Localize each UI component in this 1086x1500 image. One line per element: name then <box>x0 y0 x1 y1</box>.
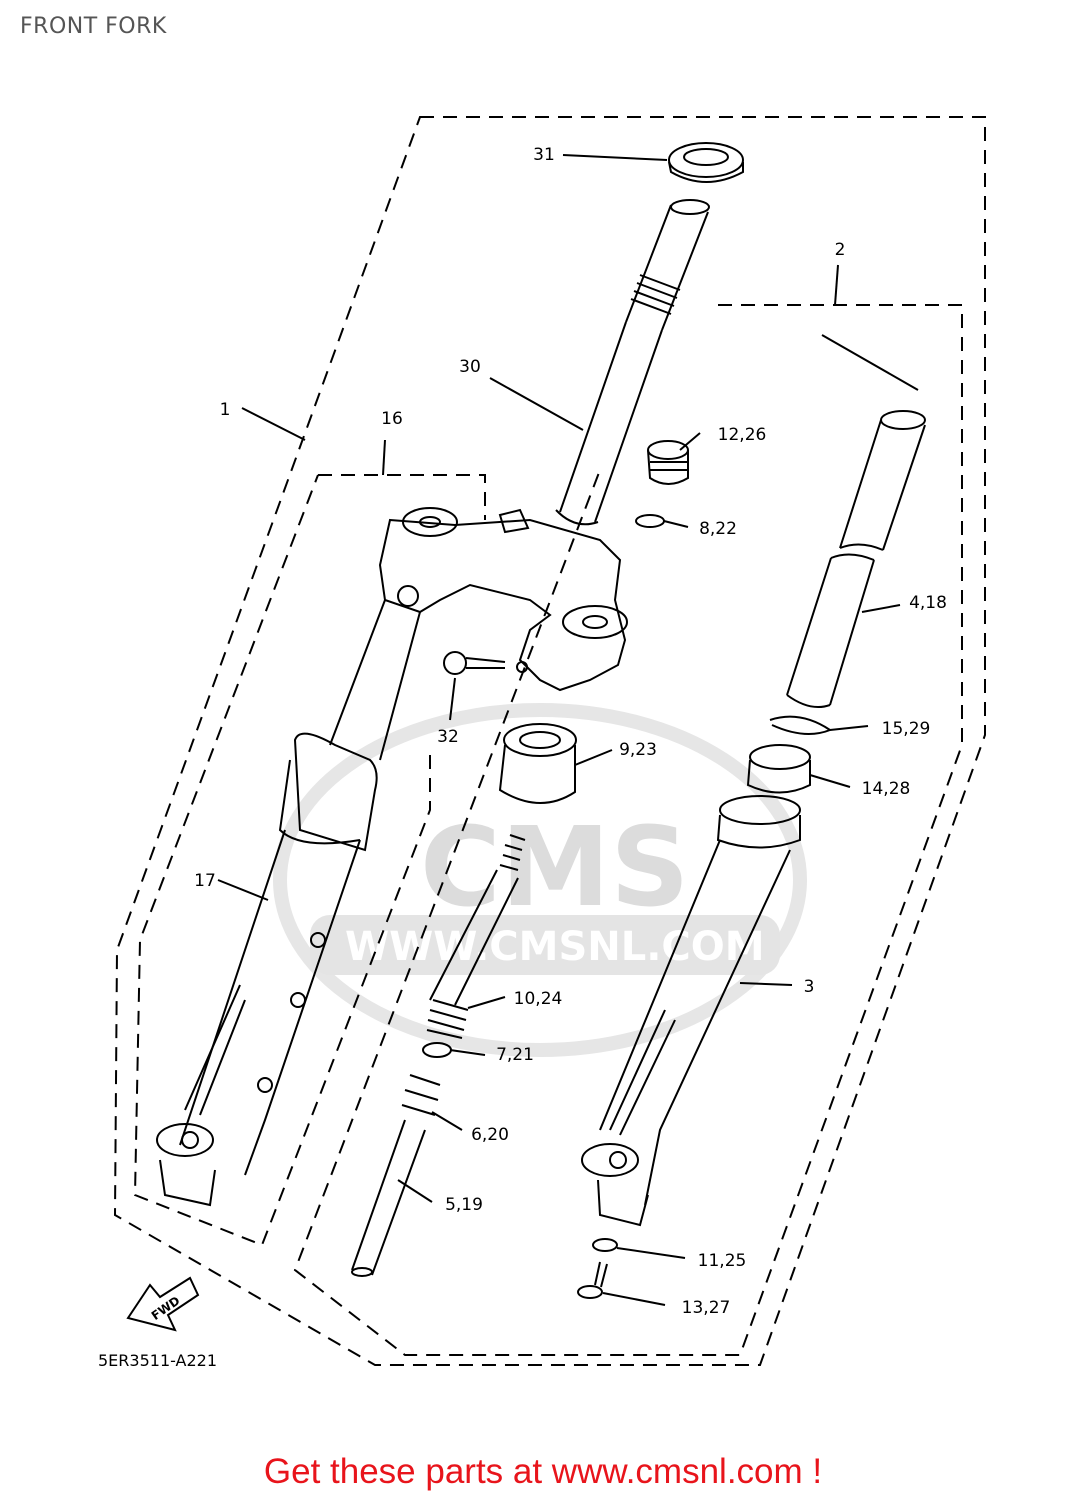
group-outline-2 <box>293 304 963 1356</box>
callout-8-22: 8,22 <box>699 519 737 539</box>
fwd-arrow-icon <box>126 1276 200 1332</box>
fwd-label: FWD <box>149 1293 183 1322</box>
callout-15-29: 15,29 <box>882 719 931 739</box>
part-3-outer-tube <box>581 795 801 1227</box>
callout-7-21: 7,21 <box>496 1045 534 1065</box>
page-title: FRONT FORK <box>20 14 167 39</box>
callout-10-24: 10,24 <box>514 989 563 1009</box>
part-5-damper-rod <box>351 1074 441 1277</box>
callout-5-19: 5,19 <box>445 1195 483 1215</box>
part-14-oil-seal <box>746 744 811 794</box>
part-17-outer-tube <box>156 732 378 1207</box>
callout-12-26: 12,26 <box>718 425 767 445</box>
callout-16: 16 <box>381 409 403 429</box>
callout-31: 31 <box>533 145 555 165</box>
callout-3: 3 <box>804 977 815 997</box>
watermark-url: WWW.CMSNL.COM <box>345 924 765 970</box>
part-16-inner-tube <box>329 599 421 761</box>
diagram-code: 5ER3511-A221 <box>98 1351 217 1370</box>
part-8-o-ring <box>635 514 665 528</box>
part-31-seal <box>668 142 744 183</box>
part-30-steering-stem <box>555 199 710 526</box>
footer-link[interactable]: Get these parts at www.cmsnl.com ! <box>263 1452 823 1491</box>
callout-2: 2 <box>835 240 846 260</box>
callout-32: 32 <box>437 727 459 747</box>
callout-6-20: 6,20 <box>471 1125 509 1145</box>
part-15-clip <box>769 715 833 735</box>
group-outline-1 <box>113 116 986 1366</box>
leader-lines <box>217 154 919 1306</box>
callout-9-23: 9,23 <box>619 740 657 760</box>
callout-17: 17 <box>194 871 216 891</box>
callout-11-25: 11,25 <box>698 1251 747 1271</box>
part-4-inner-tube <box>786 410 926 708</box>
part-7-washer <box>422 1042 452 1058</box>
part-12-cap-bolt <box>647 440 689 485</box>
callout-4-18: 4,18 <box>909 593 947 613</box>
part-32-bolt <box>443 651 528 675</box>
footer-cta: Get these parts at www.cmsnl.com ! <box>0 1452 1086 1492</box>
callout-14-28: 14,28 <box>862 779 911 799</box>
part-9-collar <box>498 723 577 804</box>
callout-13-27: 13,27 <box>682 1298 731 1318</box>
part-11-washer <box>592 1238 618 1252</box>
part-13-drain-bolt <box>577 1261 608 1299</box>
part-10-spring <box>426 834 526 1039</box>
watermark-logo: CMS <box>420 803 689 931</box>
callout-30: 30 <box>459 357 481 377</box>
part-under-bracket <box>378 507 628 692</box>
callout-1: 1 <box>220 400 231 420</box>
group-outline-16 <box>133 474 486 1247</box>
